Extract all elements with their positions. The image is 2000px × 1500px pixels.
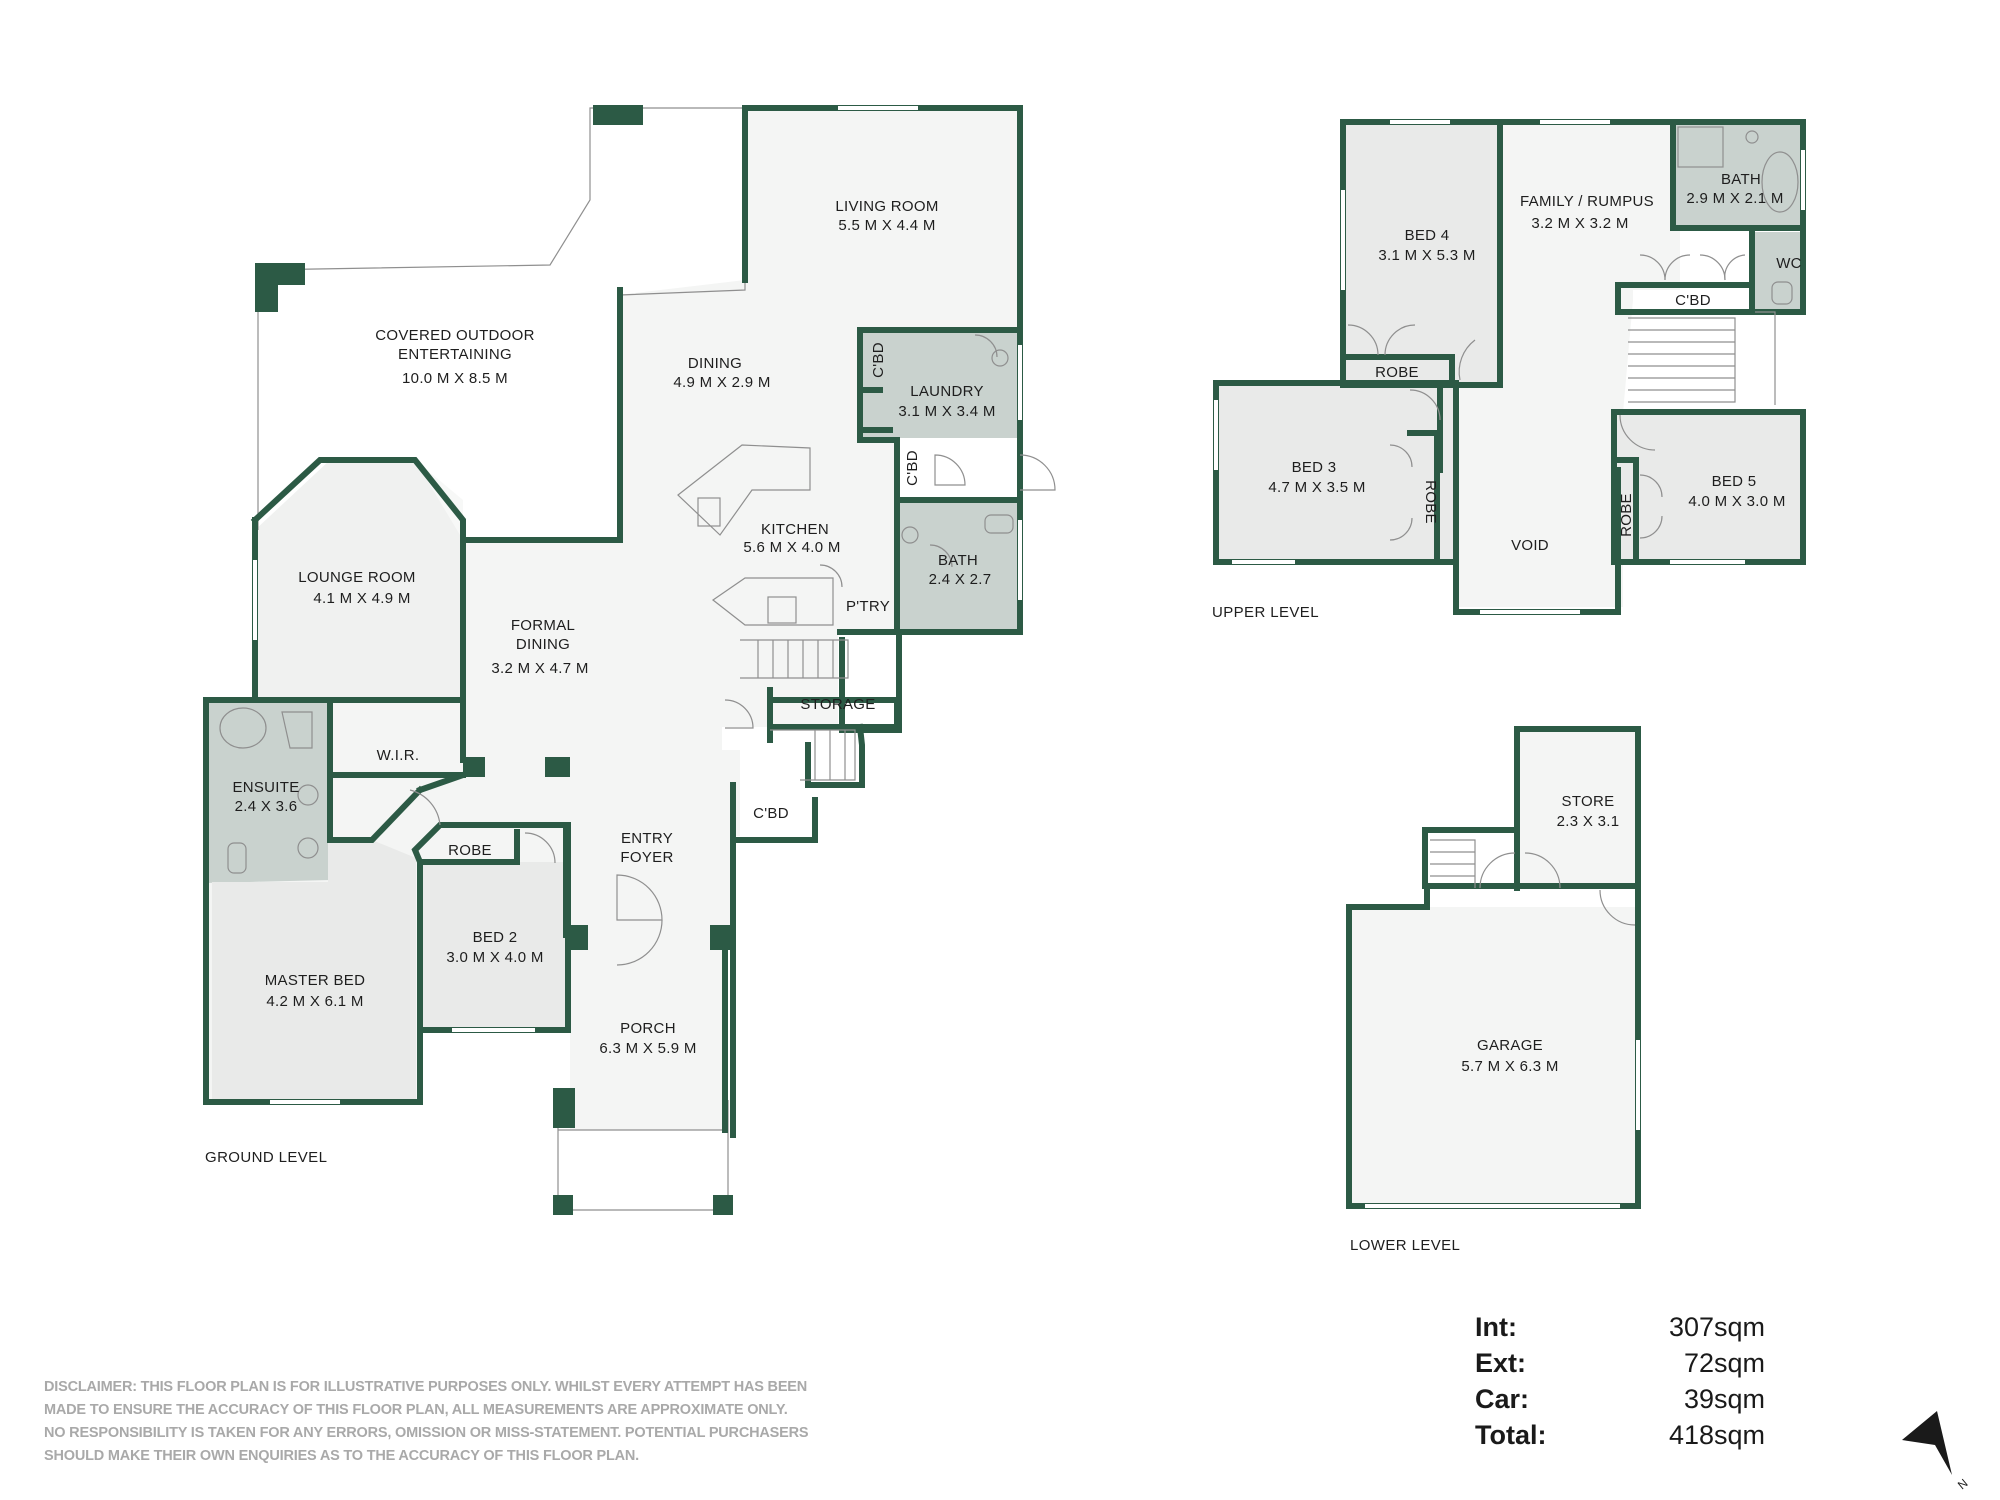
- upper-bath-label: BATH: [1721, 171, 1761, 188]
- bed2-dims: 3.0 M X 4.0 M: [446, 949, 543, 966]
- covered-outdoor-label-1: COVERED OUTDOOR: [375, 327, 535, 344]
- covered-outdoor-dims: 10.0 M X 8.5 M: [402, 370, 508, 387]
- disclaimer-line: DISCLAIMER: THIS FLOOR PLAN IS FOR ILLUS…: [44, 1379, 808, 1395]
- family-rumpus-label: FAMILY / RUMPUS: [1520, 193, 1654, 210]
- bed5-robe-label: ROBE: [1618, 493, 1635, 537]
- lounge-room-label: LOUNGE ROOM: [298, 569, 415, 586]
- ground-level-title: GROUND LEVEL: [205, 1149, 327, 1166]
- area-row-external: Ext: 72sqm: [1475, 1348, 1765, 1384]
- area-row-internal: Int: 307sqm: [1475, 1312, 1765, 1348]
- ground-level-plan: [203, 105, 1056, 1215]
- upper-cupboard-label: C'BD: [1675, 292, 1711, 309]
- laundry-cupboard-label: C'BD: [870, 342, 887, 378]
- entry-cupboard-label: C'BD: [753, 805, 789, 822]
- bath-cupboard-label: C'BD: [904, 450, 921, 486]
- upper-level-plan: [1213, 119, 1806, 615]
- bed3-dims: 4.7 M X 3.5 M: [1268, 479, 1365, 496]
- formal-dining-label-1: FORMAL: [511, 617, 575, 634]
- void-label: VOID: [1511, 537, 1549, 554]
- entry-label-2: FOYER: [620, 849, 673, 866]
- north-label: N: [1955, 1476, 1971, 1492]
- master-bed-dims: 4.2 M X 6.1 M: [266, 993, 363, 1010]
- lower-level-title: LOWER LEVEL: [1350, 1237, 1460, 1254]
- master-bed-label: MASTER BED: [265, 972, 366, 989]
- lower-level-plan: [1346, 726, 1641, 1209]
- ensuite-label: ENSUITE: [232, 779, 299, 796]
- entry-label-1: ENTRY: [621, 830, 673, 847]
- area-label: Int:: [1475, 1312, 1517, 1342]
- area-row-car: Car: 39sqm: [1475, 1384, 1765, 1420]
- dining-dims: 4.9 M X 2.9 M: [673, 374, 770, 391]
- area-label: Total:: [1475, 1420, 1547, 1450]
- area-label: Ext:: [1475, 1348, 1527, 1378]
- dining-label: DINING: [688, 355, 742, 372]
- living-room-label: LIVING ROOM: [835, 198, 938, 215]
- porch-dims: 6.3 M X 5.9 M: [599, 1040, 696, 1057]
- disclaimer-line: MADE TO ENSURE THE ACCURACY OF THIS FLOO…: [44, 1402, 788, 1418]
- upper-level-title: UPPER LEVEL: [1212, 604, 1319, 621]
- storage-label: STORAGE: [800, 696, 875, 713]
- bed3-robe-label: ROBE: [1422, 480, 1439, 524]
- wc-label: WC: [1776, 255, 1802, 272]
- bed5-label: BED 5: [1712, 473, 1757, 490]
- garage-dims: 5.7 M X 6.3 M: [1461, 1058, 1558, 1075]
- robe-label: ROBE: [448, 842, 492, 859]
- area-value: 72sqm: [1683, 1348, 1765, 1378]
- bed4-label: BED 4: [1405, 227, 1450, 244]
- formal-dining-label-2: DINING: [516, 636, 570, 653]
- disclaimer-line: SHOULD MAKE THEIR OWN ENQUIRIES AS TO TH…: [44, 1448, 640, 1464]
- kitchen-label: KITCHEN: [761, 521, 829, 538]
- kitchen-dims: 5.6 M X 4.0 M: [743, 539, 840, 556]
- laundry-dims: 3.1 M X 3.4 M: [898, 403, 995, 420]
- laundry-label: LAUNDRY: [910, 383, 984, 400]
- store-dims: 2.3 X 3.1: [1557, 813, 1620, 830]
- bed4-robe-label: ROBE: [1375, 364, 1419, 381]
- area-value: 307sqm: [1668, 1312, 1765, 1342]
- wir-label: W.I.R.: [377, 747, 420, 764]
- bed3-label: BED 3: [1292, 459, 1337, 476]
- store-label: STORE: [1562, 793, 1615, 810]
- ensuite-dims: 2.4 X 3.6: [235, 798, 298, 815]
- area-summary: Int: 307sqm Ext: 72sqm Car: 39sqm Total:…: [1475, 1312, 1765, 1456]
- formal-dining-dims: 3.2 M X 4.7 M: [491, 660, 588, 677]
- lounge-room-dims: 4.1 M X 4.9 M: [313, 590, 410, 607]
- upper-bath-dims: 2.9 M X 2.1 M: [1686, 190, 1783, 207]
- bath-label: BATH: [938, 552, 978, 569]
- area-row-total: Total: 418sqm: [1475, 1420, 1765, 1456]
- bath-dims: 2.4 X 2.7: [929, 571, 992, 588]
- bed2-label: BED 2: [473, 929, 518, 946]
- area-label: Car:: [1475, 1384, 1530, 1414]
- covered-outdoor-label-2: ENTERTAINING: [398, 346, 512, 363]
- pantry-label: P'TRY: [846, 598, 890, 615]
- living-room-dims: 5.5 M X 4.4 M: [838, 217, 935, 234]
- north-arrow-icon: N: [1902, 1411, 1971, 1492]
- disclaimer: DISCLAIMER: THIS FLOOR PLAN IS FOR ILLUS…: [44, 1376, 944, 1468]
- bed5-dims: 4.0 M X 3.0 M: [1688, 493, 1785, 510]
- area-value: 418sqm: [1668, 1420, 1765, 1450]
- area-value: 39sqm: [1683, 1384, 1765, 1414]
- garage-label: GARAGE: [1477, 1037, 1543, 1054]
- disclaimer-line: NO RESPONSIBILITY IS TAKEN FOR ANY ERROR…: [44, 1425, 809, 1441]
- family-rumpus-dims: 3.2 M X 3.2 M: [1531, 215, 1628, 232]
- porch-label: PORCH: [620, 1020, 676, 1037]
- bed4-dims: 3.1 M X 5.3 M: [1378, 247, 1475, 264]
